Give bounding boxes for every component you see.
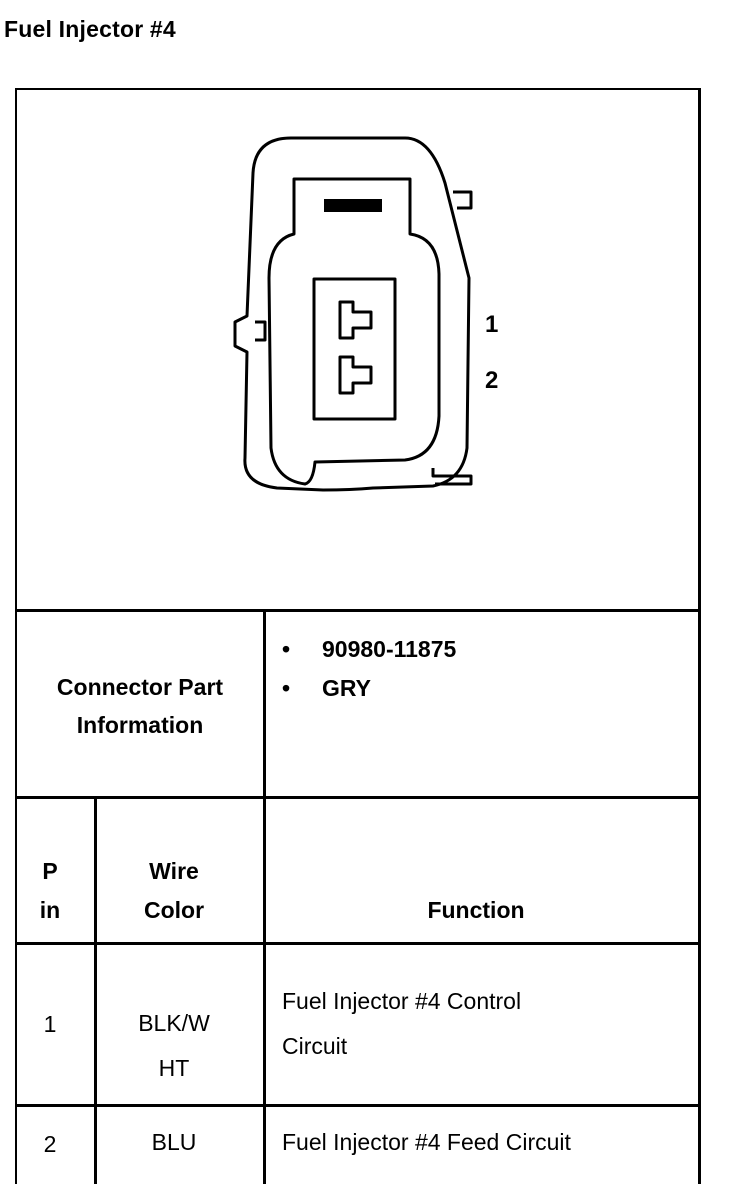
row-divider-diagram [15,609,701,612]
connector-table-frame [15,88,701,1184]
column-divider-function [263,609,266,1184]
row1-function: Fuel Injector #4 Control Circuit [282,979,682,1069]
row-divider-header [15,942,701,945]
row1-pin: 1 [43,1011,57,1037]
part-info-label-line1: Connector Part [56,674,224,700]
pin-label-2: 2 [485,367,498,394]
connector-lock-tab [453,190,473,210]
column-divider-pin [94,796,97,1184]
terminal-window [312,277,397,421]
header-wire-line1: Wire [149,858,199,884]
header-pin-line2: in [39,897,61,923]
row-divider-part-info [15,796,701,799]
row1-wire-line1: BLK/W [138,1010,210,1036]
row1-function-line2: Circuit [282,1033,348,1059]
row-divider-row1 [15,1104,701,1107]
page-title: Fuel Injector #4 [4,16,176,42]
header-pin-line1: P [42,858,58,884]
connector-part-info-label: Connector Part Information [17,668,263,744]
connector-latch-bar [324,199,382,212]
row2-wire-color: BLU [151,1129,197,1155]
part-info-label-line2: Information [76,712,204,738]
header-pin: P in [17,852,83,930]
terminal-2 [338,355,373,395]
connector-side-key [255,320,267,342]
header-wire-line2: Color [143,897,205,923]
connector-part-info-list: 90980-11875 GRY [282,630,456,708]
row1-wire-line2: HT [158,1055,190,1081]
connector-bottom-rail [431,468,473,486]
pin-label-1: 1 [485,311,498,338]
terminal-1 [338,300,373,340]
row1-function-line1: Fuel Injector #4 Control [282,988,522,1014]
connector-housing-outline [233,136,471,492]
row1-wire-color: BLK/W HT [96,1001,252,1091]
header-function: Function [427,897,525,923]
row2-function: Fuel Injector #4 Feed Circuit [282,1129,571,1155]
part-number: 90980-11875 [282,630,456,669]
header-wire-color: Wire Color [96,852,252,930]
connector-inner-cavity [267,177,441,486]
connector-color: GRY [282,669,456,708]
connector-diagram: 1 2 [233,136,498,492]
row2-pin: 2 [43,1131,57,1157]
